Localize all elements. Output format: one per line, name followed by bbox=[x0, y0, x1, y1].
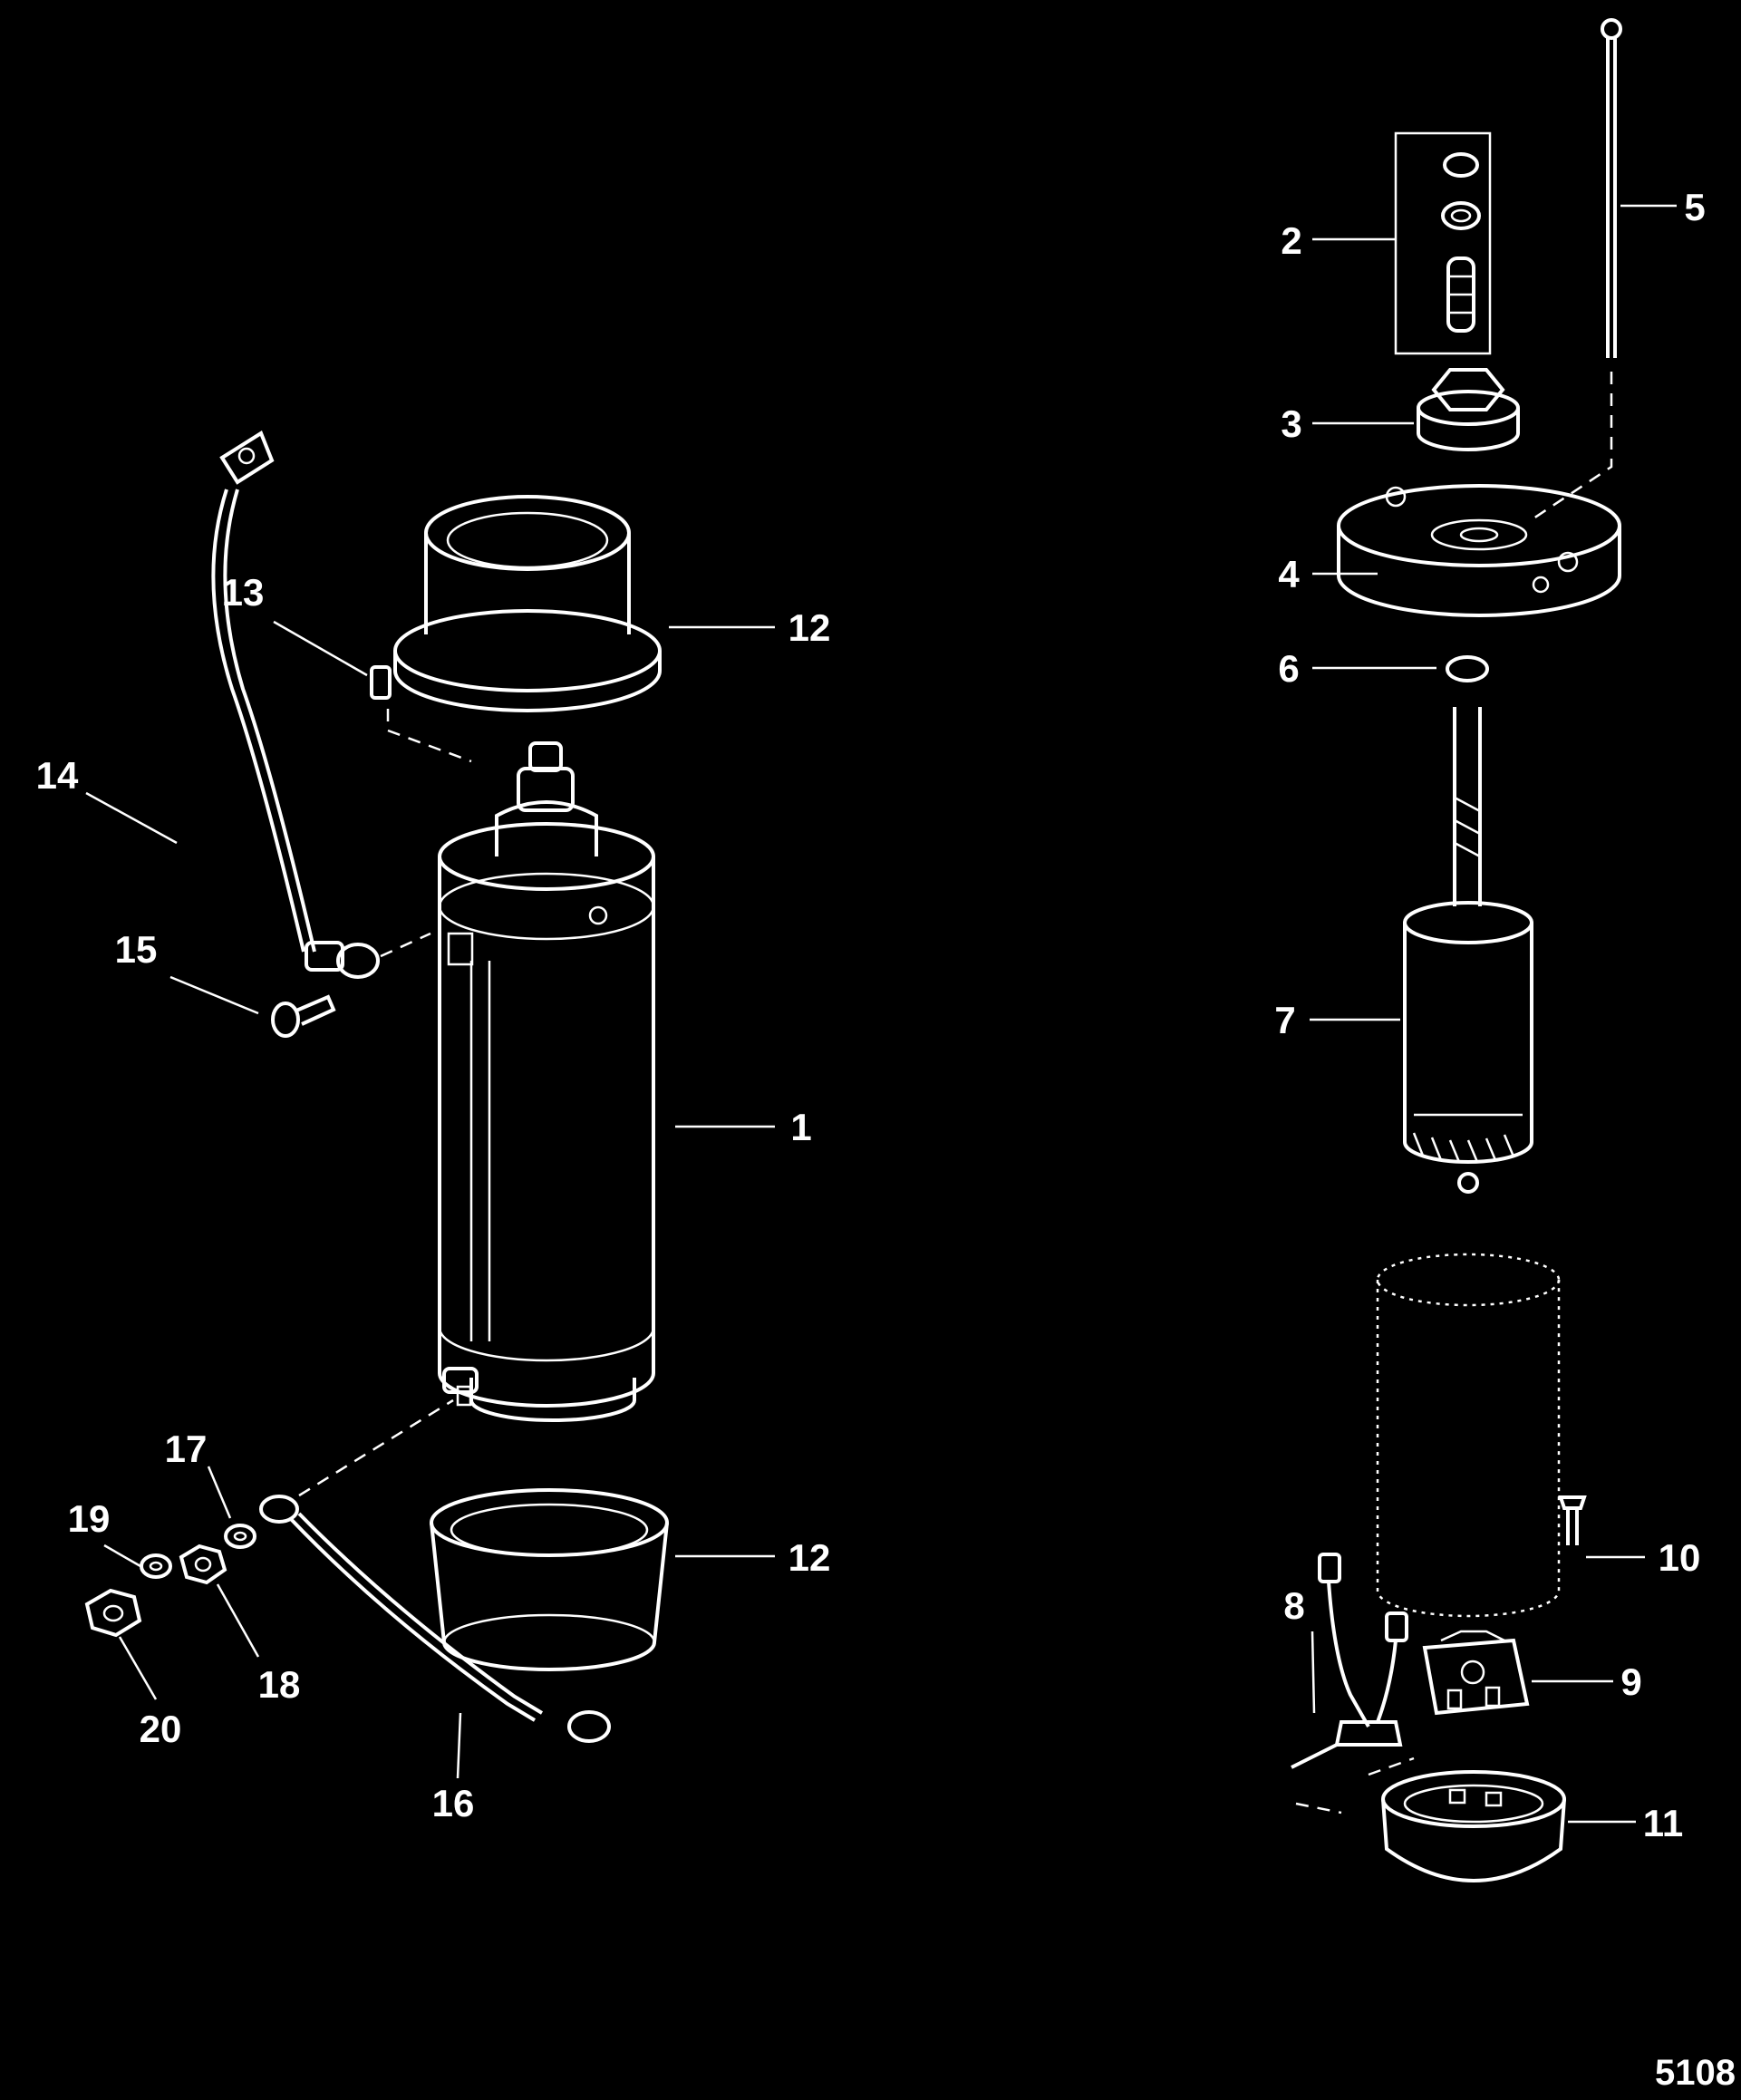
leader-8 bbox=[1311, 1631, 1316, 1714]
callout-11: 11 bbox=[1643, 1802, 1683, 1844]
callout-12-top: 12 bbox=[788, 606, 831, 649]
screw-15-part bbox=[271, 994, 336, 1038]
leader-15 bbox=[169, 975, 259, 1015]
callout-3: 3 bbox=[1281, 402, 1301, 445]
field-frame-part bbox=[1376, 1253, 1561, 1618]
leader-lines bbox=[85, 204, 1677, 1824]
nut-18-part bbox=[179, 1544, 227, 1585]
through-bolt-5-part bbox=[1533, 18, 1622, 520]
callout-2: 2 bbox=[1281, 219, 1301, 262]
drive-gear-3-part bbox=[1417, 368, 1520, 451]
callout-1: 1 bbox=[790, 1106, 811, 1148]
figure-id: 5108 bbox=[1655, 2053, 1736, 2093]
leader-16 bbox=[456, 1712, 462, 1779]
callout-labels: 1 2 3 4 5 6 7 8 9 10 11 12 12 13 14 15 1… bbox=[36, 186, 1736, 2093]
callout-19: 19 bbox=[68, 1497, 111, 1540]
leader-20 bbox=[118, 1636, 158, 1700]
end-cap-11-part bbox=[1381, 1770, 1566, 1882]
bolt-13-part bbox=[370, 665, 472, 763]
callout-8: 8 bbox=[1283, 1584, 1304, 1627]
kit-2-part bbox=[1394, 131, 1492, 355]
battery-cable-14-part bbox=[211, 431, 431, 979]
callout-20: 20 bbox=[140, 1708, 182, 1750]
leader-18 bbox=[216, 1583, 260, 1658]
nut-20-part bbox=[84, 1588, 142, 1638]
brush-lead-8-part bbox=[1291, 1553, 1415, 1815]
starter-motor-housing-part bbox=[438, 741, 655, 1422]
leader-14 bbox=[85, 791, 178, 845]
callout-18: 18 bbox=[258, 1663, 301, 1706]
bottom-collar-part bbox=[430, 1488, 669, 1671]
callout-17: 17 bbox=[165, 1427, 208, 1470]
callout-9: 9 bbox=[1620, 1660, 1641, 1703]
callout-10: 10 bbox=[1659, 1536, 1701, 1579]
washer-17-part bbox=[224, 1524, 256, 1549]
leader-19 bbox=[103, 1544, 141, 1568]
brush-plate-9-part bbox=[1422, 1630, 1530, 1716]
callout-7: 7 bbox=[1274, 999, 1295, 1041]
callout-6: 6 bbox=[1278, 647, 1299, 690]
washer-19-part bbox=[140, 1553, 172, 1579]
end-frame-4-part bbox=[1337, 484, 1621, 617]
callout-4: 4 bbox=[1278, 553, 1300, 595]
callout-16: 16 bbox=[432, 1782, 475, 1824]
armature-7-part bbox=[1403, 707, 1533, 1194]
leader-17 bbox=[207, 1466, 232, 1519]
ground-cable-16-part bbox=[259, 1398, 611, 1743]
top-collar-part bbox=[393, 495, 662, 712]
o-ring-6-part bbox=[1446, 655, 1489, 682]
callout-5: 5 bbox=[1684, 186, 1705, 228]
callout-15: 15 bbox=[115, 928, 158, 971]
screw-10-part bbox=[1558, 1495, 1587, 1545]
callout-13: 13 bbox=[222, 571, 265, 614]
callout-14: 14 bbox=[36, 754, 79, 797]
leader-13 bbox=[273, 620, 368, 677]
callout-12-bottom: 12 bbox=[788, 1536, 831, 1579]
